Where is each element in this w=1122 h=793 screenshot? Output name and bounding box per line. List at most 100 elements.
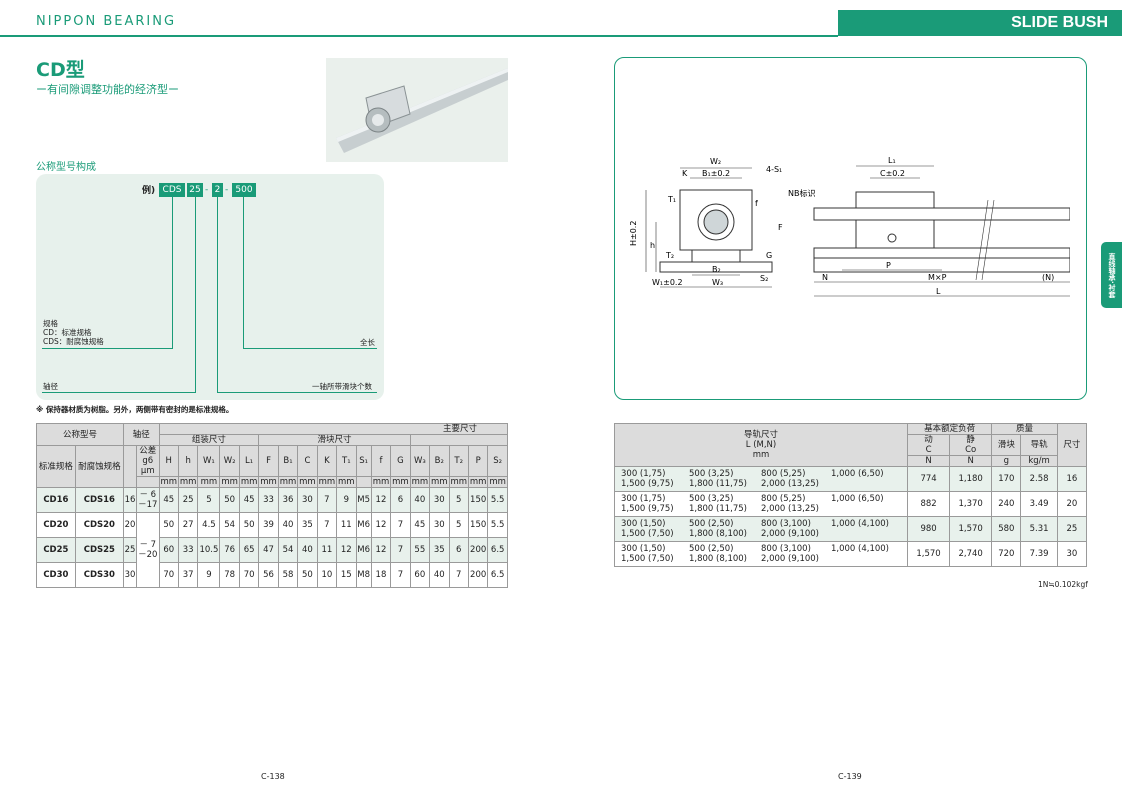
cell-block-mass: 170 — [991, 466, 1022, 492]
spec-cds: CDS：耐腐蚀规格 — [43, 337, 104, 346]
spec-title: 规格 — [43, 319, 58, 328]
th-col: L₁ — [238, 445, 260, 477]
rail-length-value: 800 (3,100) — [761, 519, 811, 529]
label-l: L — [936, 287, 941, 296]
th-col: T₁ — [336, 445, 357, 477]
cell-value: 33 — [177, 537, 199, 563]
shaft-side — [813, 207, 1070, 221]
th-col: W₂ — [219, 445, 240, 477]
rail-length-value: 2,000 (9,100) — [761, 554, 820, 564]
leader-line — [243, 197, 244, 348]
code-section-title: 公称型号构成 — [36, 162, 96, 173]
product-photo — [326, 58, 508, 162]
cell-value: 7 — [316, 487, 338, 513]
rail-length-value: 300 (1,75) — [621, 469, 666, 479]
th-col: W₁ — [197, 445, 221, 477]
cell-value: 33 — [258, 487, 279, 513]
th-col: B₁ — [277, 445, 299, 477]
code-part-shaft: 25 — [187, 183, 203, 197]
leader-line — [243, 348, 377, 349]
diagram-frame — [614, 57, 1087, 400]
rail-length-value: 1,800 (11,75) — [689, 504, 748, 514]
th-col: h — [177, 445, 199, 477]
header-rule — [0, 35, 838, 37]
cell-value: 7 — [390, 537, 411, 563]
label-k: K — [682, 169, 688, 178]
cell-value: M6 — [355, 537, 372, 563]
rail-length-value — [831, 504, 901, 514]
cell-rail-lengths: 300 (1,50)500 (2,50)800 (3,100)1,000 (4,… — [614, 541, 908, 567]
table-row: 300 (1,75)500 (3,25)800 (5,25)1,000 (6,5… — [614, 491, 1088, 517]
cell-value: 40 — [429, 562, 450, 588]
header-bar-left — [0, 10, 838, 36]
rail-length-value: 1,000 (6,50) — [831, 469, 884, 479]
cell-value: 45 — [238, 487, 260, 513]
cell-block-mass: 580 — [991, 516, 1022, 542]
cell-value: 7 — [390, 562, 411, 588]
cell-value: 25 — [177, 487, 199, 513]
unit-conversion-note: 1N≒0.102kgf — [1038, 580, 1088, 589]
th-assembly: 组装尺寸 — [158, 434, 260, 446]
th-unit — [355, 476, 372, 488]
cell-value: 55 — [409, 537, 431, 563]
cell-rail-mass: 7.39 — [1020, 541, 1058, 567]
cell-value: 5.5 — [487, 512, 508, 538]
cell-value: 76 — [219, 537, 240, 563]
label-b2: B₂ — [712, 265, 721, 274]
total-length-label: 全长 — [360, 338, 375, 347]
header-stripes-decoration — [838, 10, 872, 36]
cell-value: 12 — [336, 537, 357, 563]
rail-length-value: 1,800 (8,100) — [689, 529, 748, 539]
cell-dynamic-load: 774 — [906, 466, 951, 492]
label-s1: 4-S₁ — [766, 165, 782, 174]
spec-cd: CD：标准规格 — [43, 328, 92, 337]
brand-logo: NIPPON BEARING — [36, 14, 177, 29]
cell-value: M5 — [355, 487, 372, 513]
cell-value: 40 — [277, 512, 299, 538]
rail-length-value: 1,800 (11,75) — [689, 479, 748, 489]
cell-value: 45 — [409, 512, 431, 538]
material-note: ※ 保持器材质为树脂。另外，两侧带有密封的是标准规格。 — [36, 405, 234, 414]
cell-value: 15 — [336, 562, 357, 588]
cell-value: 35 — [429, 537, 450, 563]
th-size: 尺寸 — [1056, 423, 1088, 467]
rail-length-value: 500 (2,50) — [689, 544, 734, 554]
cell-shaft: 16 — [122, 487, 138, 513]
cell-tolerance: － 6－17 — [136, 487, 160, 513]
th-corrosion: 耐腐蚀规格 — [74, 445, 124, 488]
cell-value: 7 — [390, 512, 411, 538]
leader-line — [172, 197, 173, 348]
rail-length-value: 1,500 (7,50) — [621, 529, 674, 539]
cell-value: 65 — [238, 537, 260, 563]
cell-size: 25 — [1056, 516, 1088, 542]
th-col: P — [467, 445, 489, 477]
th-unit: mm — [370, 476, 392, 488]
cell-value: 36 — [277, 487, 299, 513]
th-unit: mm — [409, 476, 431, 488]
rail-length-value: 500 (3,25) — [689, 469, 734, 479]
cell-value: 27 — [177, 512, 199, 538]
cell-shaft: 30 — [122, 562, 138, 588]
cell-dynamic-load: 1,570 — [906, 541, 951, 567]
cell-standard: CD25 — [36, 537, 76, 563]
rail-length-value: 800 (5,25) — [761, 494, 806, 504]
cell-static-load: 1,370 — [949, 491, 993, 517]
th-unit: mm — [219, 476, 240, 488]
label-w2: W₂ — [710, 157, 721, 166]
leader-line — [42, 392, 196, 393]
label-n-paren: (N) — [1042, 273, 1054, 282]
blocks-per-shaft-label: 一轴所带滑块个数 — [312, 382, 372, 391]
th-load: 基本额定负荷 — [906, 423, 993, 435]
cell-value: 45 — [158, 487, 179, 513]
cell-value: 7 — [316, 512, 338, 538]
cell-value: 50 — [238, 512, 260, 538]
th-col: B₂ — [429, 445, 450, 477]
cell-size: 20 — [1056, 491, 1088, 517]
th-model: 公称型号 — [36, 423, 124, 446]
cell-static-load: 2,740 — [949, 541, 993, 567]
code-dash: - — [225, 185, 229, 195]
cell-value: 12 — [370, 512, 392, 538]
th-col: S₁ — [355, 445, 372, 477]
cell-rail-lengths: 300 (1,75)500 (3,25)800 (5,25)1,000 (6,5… — [614, 466, 908, 492]
